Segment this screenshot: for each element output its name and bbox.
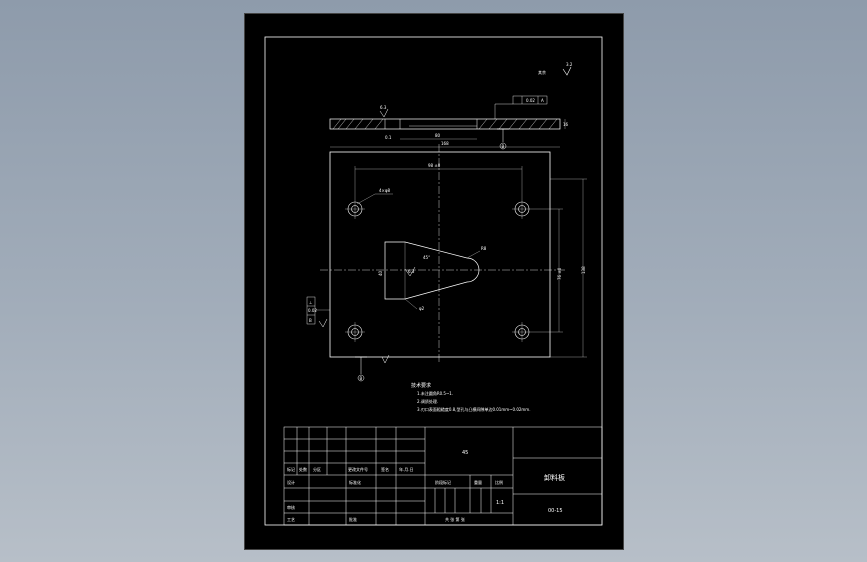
slot-roughness-icon	[404, 266, 416, 277]
mechanical-drawing: 其余 3.2 80 168 16 0.02 A	[264, 36, 603, 526]
edge-dim: φ2	[419, 306, 425, 311]
section-small-dim: 0.1	[385, 135, 392, 140]
col-sign: 签名	[381, 466, 389, 472]
datum-b-label: B	[502, 144, 505, 149]
hole-pitch-x-dim: 98 ±0	[428, 163, 441, 168]
radius-dim: R8	[481, 246, 487, 251]
surface-mark-top: 6.3	[380, 105, 387, 110]
hole-bottom-left-icon	[345, 322, 365, 342]
side-box-symbol: ⊥	[309, 300, 313, 305]
width-dim: 168	[441, 141, 449, 146]
tech-note-3: 3.刃口表面粗糙度0.8,型孔与凸模间隙单边0.01mm~0.02mm.	[417, 406, 530, 412]
inner-frame	[264, 36, 603, 526]
slot-width-dim: 40	[378, 270, 383, 276]
tech-title: 技术要求	[411, 382, 431, 389]
side-box-value: 0.02	[308, 308, 317, 313]
slot-length-dim: 80	[435, 133, 441, 138]
flatness-frame	[512, 95, 548, 105]
scale-label: 比例	[495, 479, 503, 485]
roughness-symbol-icon	[562, 66, 572, 76]
height-dim: 138	[581, 266, 586, 274]
datum-b-icon	[499, 142, 507, 150]
col-count: 处数	[299, 466, 307, 472]
col-change-doc: 更改文件号	[348, 466, 368, 472]
material-value: 45	[462, 450, 468, 456]
process-label: 工艺	[287, 517, 295, 522]
side-roughness-icon	[318, 318, 328, 328]
col-date: 年.月.日	[399, 466, 414, 472]
col-mark: 标记	[287, 466, 295, 472]
hole-top-right-icon	[512, 199, 532, 219]
sheets-label: 共 张 第 张	[445, 516, 465, 522]
drawing-number: 00-15	[548, 508, 563, 514]
punch-slot	[384, 241, 480, 300]
technical-requirements: 技术要求 1.未注圆角R0.5~1. 2.调质处理. 3.刃口表面粗糙度0.8,…	[411, 382, 530, 412]
title-block	[283, 426, 603, 526]
design-label: 设计	[287, 479, 295, 485]
bottom-roughness-icon	[381, 354, 390, 364]
review-label: 审核	[287, 504, 295, 510]
scale-value: 1:1	[496, 500, 504, 506]
perpendicularity-frame	[306, 296, 316, 325]
hole-top-left-icon	[345, 199, 365, 219]
side-box-datum: B	[309, 318, 312, 323]
plan-view: 98 ±0 76 ±0 138 4×φ8 40 R8 45° 6.3 φ2 ⊥ …	[306, 144, 587, 382]
title-block-text: 标记 处数 分区 更改文件号 签名 年.月.日 设计 标准化 审核 工艺 批准 …	[287, 450, 565, 522]
col-zone: 分区	[313, 466, 321, 472]
thickness-dim: 16	[563, 122, 569, 127]
datum-b2-icon	[357, 374, 365, 382]
hole-bottom-right-icon	[512, 322, 532, 342]
roughness-note: 其余	[538, 69, 546, 75]
roughness-value: 3.2	[566, 62, 573, 67]
drawing-sheet: 其余 3.2 80 168 16 0.02 A	[244, 13, 624, 550]
flatness-value: 0.02	[526, 98, 535, 103]
surface-roughness-icon	[379, 108, 389, 118]
stage-label: 阶段标记	[435, 479, 451, 485]
datum-b2-label: B	[360, 376, 363, 381]
approve-label: 批准	[349, 516, 357, 522]
flatness-datum: A	[541, 98, 544, 103]
weight-label: 重量	[474, 479, 482, 485]
section-view: 80 168 16 0.02 A B 6.3 0.1	[329, 95, 569, 150]
angle-dim: 45°	[423, 255, 430, 260]
tech-note-1: 1.未注圆角R0.5~1.	[417, 390, 453, 396]
hole-dim: 4×φ8	[379, 188, 391, 193]
part-name: 卸料板	[544, 473, 565, 482]
tech-note-2: 2.调质处理.	[417, 398, 438, 404]
hole-pitch-y-dim: 76 ±0	[557, 267, 562, 280]
slot-surface-mark: 6.3	[408, 269, 415, 274]
standard-label: 标准化	[349, 479, 361, 485]
